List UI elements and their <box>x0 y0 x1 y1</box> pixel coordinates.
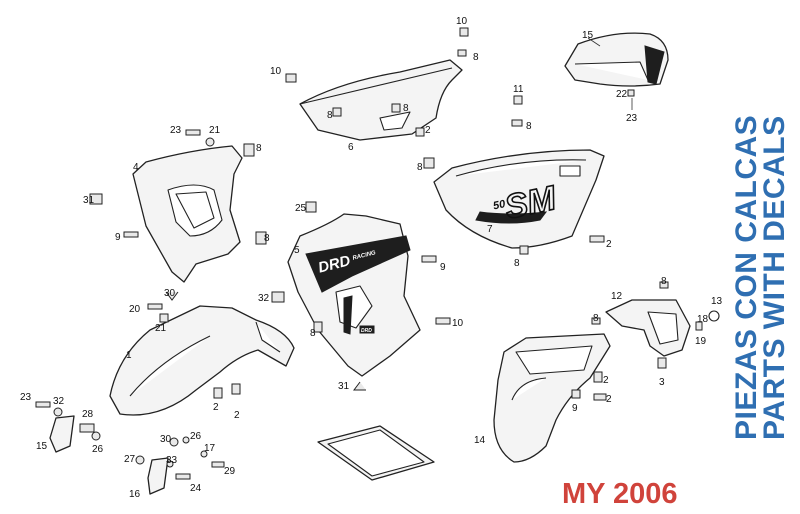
callout-31: 32 <box>258 293 270 304</box>
part-11-rear-bracket <box>605 299 720 357</box>
part-6-side-panel <box>299 59 463 141</box>
callout-7: 7 <box>487 224 493 235</box>
callout-9: 10 <box>452 318 464 329</box>
callout-5: 5 <box>294 245 300 256</box>
callout-10: 11 <box>513 84 524 95</box>
drd-small-badge: DRD <box>361 328 372 334</box>
callout-9: 9 <box>115 232 121 243</box>
part-5-radiator-shroud-drd: DRD RACING DRD <box>287 213 421 377</box>
part-7-side-panel-sm: SM 50 <box>433 149 605 249</box>
callout-3: 3 <box>659 377 665 388</box>
callout-labels: 1 2 2 2 2 2 2 3 4 5 6 7 8 8 8 8 8 8 8 8 … <box>20 16 723 500</box>
callout-16: 17 <box>204 443 216 454</box>
part-15-footrest <box>49 415 169 495</box>
callout-11: 12 <box>611 291 623 302</box>
sm-50-decal: 50 <box>492 198 507 212</box>
callout-2: 2 <box>213 402 219 413</box>
callout-8: 8 <box>661 276 667 287</box>
callout-20: 21 <box>155 323 167 334</box>
callout-21: 22 <box>616 89 628 100</box>
callout-8: 8 <box>403 103 409 114</box>
callout-26: 26 <box>92 444 104 455</box>
callout-22: 23 <box>626 113 638 124</box>
callout-8: 8 <box>264 233 270 244</box>
callout-15: 16 <box>129 489 141 500</box>
callout-2: 2 <box>606 239 612 250</box>
callout-8: 9 <box>572 403 578 414</box>
part-33-decal-sheet <box>317 425 435 481</box>
part-1-front-fender <box>109 305 295 416</box>
callout-4: 4 <box>133 162 139 173</box>
callout-23: 23 <box>20 392 32 403</box>
callout-23: 23 <box>170 125 182 136</box>
callout-10: 10 <box>270 66 282 77</box>
callout-8: 8 <box>514 258 520 269</box>
model-year: MY 2006 <box>562 478 678 510</box>
callout-10: 10 <box>456 16 468 27</box>
callout-9: 9 <box>440 262 446 273</box>
callout-2: 2 <box>606 394 612 405</box>
callout-30: 31 <box>338 381 350 392</box>
hardware-set <box>35 27 703 480</box>
callout-19: 20 <box>129 304 141 315</box>
callout-6: 6 <box>348 142 354 153</box>
callout-2: 2 <box>425 125 431 136</box>
part-4-radiator-shroud <box>132 145 243 283</box>
callout-1: 1 <box>126 350 132 361</box>
callout-8: 8 <box>593 313 599 324</box>
callout-31: 31 <box>83 195 95 206</box>
drd-racing-decal: RACING <box>352 250 377 262</box>
part-13-rear-fender <box>493 333 611 463</box>
callout-13: 14 <box>474 435 486 446</box>
callout-8: 8 <box>256 143 262 154</box>
part-14-tail-cowl <box>564 32 669 87</box>
callout-8: 8 <box>327 110 333 121</box>
callout-32: 33 <box>166 455 178 466</box>
callout-29: 30 <box>160 434 172 445</box>
callout-27: 28 <box>82 409 94 420</box>
callout-8: 8 <box>310 328 316 339</box>
callout-21: 21 <box>209 125 221 136</box>
callout-25: 26 <box>190 431 202 442</box>
callout-18: 19 <box>695 336 707 347</box>
callout-14: 15 <box>582 30 594 41</box>
callout-26: 27 <box>124 454 136 465</box>
title-english: PARTS WITH DECALS <box>758 115 791 440</box>
callout-2: 2 <box>603 375 609 386</box>
callout-2: 2 <box>234 410 240 421</box>
callout-8: 8 <box>473 52 479 63</box>
callout-23: 24 <box>190 483 202 494</box>
callout-17: 18 <box>697 314 709 325</box>
callout-32: 32 <box>53 396 65 407</box>
callout-24: 25 <box>295 203 307 214</box>
callout-15: 15 <box>36 441 48 452</box>
callout-8: 8 <box>417 162 423 173</box>
callout-8: 8 <box>526 121 532 132</box>
callout-12: 13 <box>711 296 723 307</box>
callout-28: 29 <box>224 466 236 477</box>
callout-30: 30 <box>164 288 176 299</box>
